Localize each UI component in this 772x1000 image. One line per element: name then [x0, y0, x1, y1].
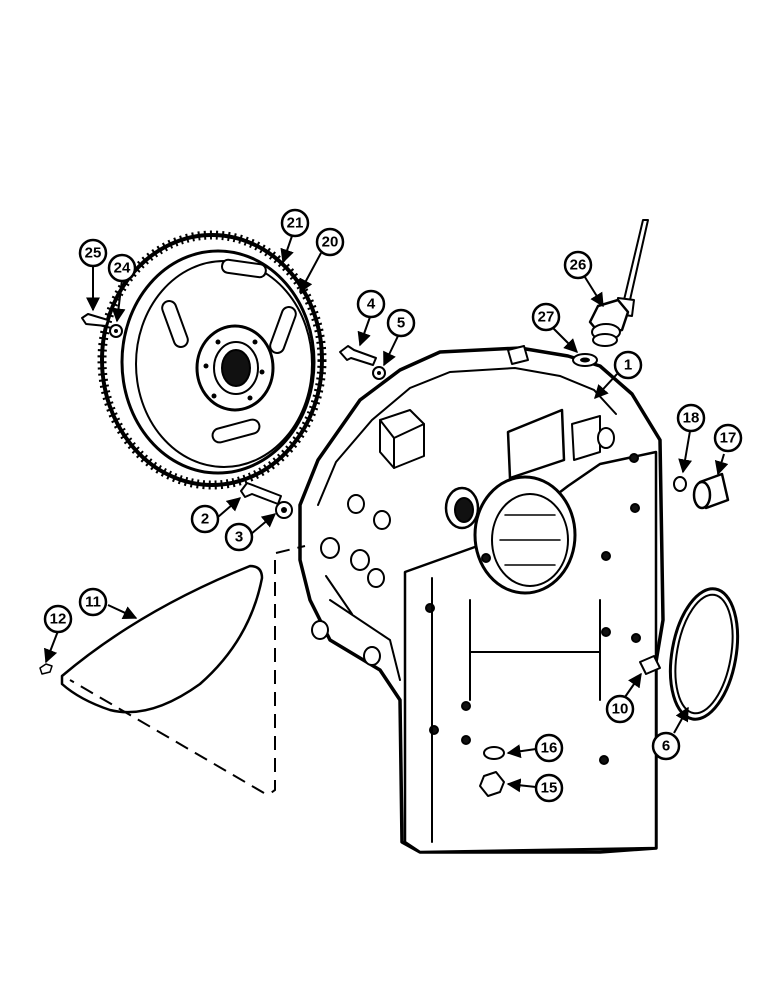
housing-washer-lower [275, 501, 293, 519]
callout-3: 3 [224, 522, 254, 552]
flywheel-washer [109, 324, 123, 338]
svg-text:21: 21 [287, 215, 304, 232]
svg-text:6: 6 [662, 738, 670, 755]
svg-text:2: 2 [201, 511, 209, 528]
sensor-washer [572, 353, 598, 367]
svg-text:12: 12 [50, 611, 67, 628]
callout-5: 5 [386, 308, 416, 338]
flywheel-bolt [81, 313, 109, 327]
flywheel-ring-gear [97, 230, 327, 490]
svg-text:5: 5 [397, 315, 405, 332]
callout-11: 16 [534, 733, 564, 763]
svg-text:15: 15 [541, 780, 558, 797]
svg-text:1: 1 [624, 357, 632, 374]
svg-text:3: 3 [235, 529, 243, 546]
callout-12: 10 [605, 694, 635, 724]
callout-4: 4 [356, 289, 386, 319]
inspection-cover [60, 564, 264, 714]
svg-text:20: 20 [322, 234, 339, 251]
callout-21: 21 [280, 208, 310, 238]
cover-assembly-line [69, 545, 306, 796]
svg-text:18: 18 [683, 410, 700, 427]
svg-text:25: 25 [85, 245, 102, 262]
callout-26: 26 [563, 250, 593, 280]
svg-text:10: 10 [612, 701, 629, 718]
speed-sensor [588, 219, 649, 347]
svg-text:11: 11 [85, 594, 101, 611]
plug-o-ring [673, 476, 687, 492]
callout-1: 1 [613, 350, 643, 380]
housing-plug [692, 472, 730, 510]
housing-bolt-lower [240, 482, 282, 505]
dowel-bushing [639, 655, 661, 675]
svg-text:27: 27 [538, 309, 555, 326]
drain-washer [483, 746, 505, 760]
svg-text:4: 4 [367, 296, 376, 313]
flywheel-housing [298, 345, 665, 854]
svg-text:26: 26 [570, 257, 587, 274]
leader-lines [44, 235, 729, 793]
svg-text:17: 17 [720, 430, 737, 447]
housing-bolt-upper [339, 345, 377, 366]
housing-seal-ring [668, 587, 740, 721]
svg-text:16: 16 [541, 740, 558, 757]
callout-27: 27 [531, 302, 561, 332]
callout-2: 2 [190, 504, 220, 534]
housing-washer-upper [372, 366, 386, 380]
cover-screw [39, 663, 53, 675]
callout-24: 24 [107, 253, 137, 283]
callout-16: 12 [43, 604, 73, 634]
callout-6: 6 [651, 731, 681, 761]
svg-text:24: 24 [114, 260, 131, 277]
callout-25: 25 [78, 238, 108, 268]
callout-18: 18 [676, 403, 706, 433]
callout-17: 17 [713, 423, 743, 453]
drain-plug [479, 771, 505, 797]
callout-15: 11 [78, 587, 108, 617]
callout-20: 20 [315, 227, 345, 257]
callout-10: 15 [534, 773, 564, 803]
